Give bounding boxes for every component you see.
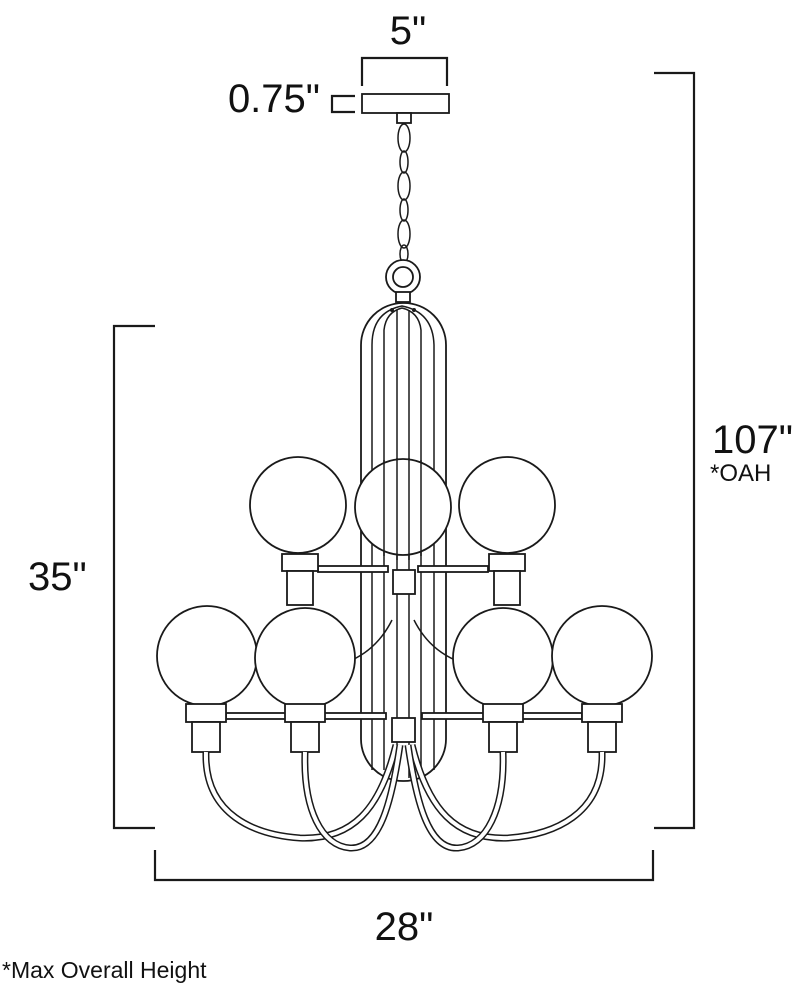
canopy-height-bracket (330, 94, 355, 114)
globe-lower-right (452, 607, 554, 709)
canopy-width-bracket (360, 56, 449, 86)
curved-arms (202, 744, 606, 852)
overall-height-bracket (654, 71, 696, 830)
canopy (361, 93, 450, 114)
fixture-width-bracket (153, 850, 655, 882)
globe-lower-far-left (156, 605, 258, 707)
chandelier-drawing (156, 93, 653, 852)
canopy-height-label: 0.75" (228, 77, 320, 121)
fixture-width-label: 28" (375, 905, 434, 949)
dimension-lines (112, 56, 696, 882)
overall-height-label: 107" (712, 418, 793, 462)
upper-tier-hardware (281, 553, 526, 661)
footnote: *Max Overall Height (2, 957, 207, 983)
chain (397, 123, 411, 264)
canopy-width-label: 5" (390, 9, 426, 53)
globe-upper-center (354, 458, 452, 556)
canopy-nipple (396, 112, 412, 124)
overall-height-note: *OAH (710, 460, 771, 487)
fixture-height-bracket (112, 324, 155, 830)
globe-upper-left (249, 456, 347, 554)
lower-tier-hardware (185, 703, 623, 753)
globe-lower-far-right (551, 605, 653, 707)
fixture-height-label: 35" (28, 555, 87, 599)
globe-upper-right (458, 456, 556, 554)
globe-lower-left (254, 607, 356, 709)
